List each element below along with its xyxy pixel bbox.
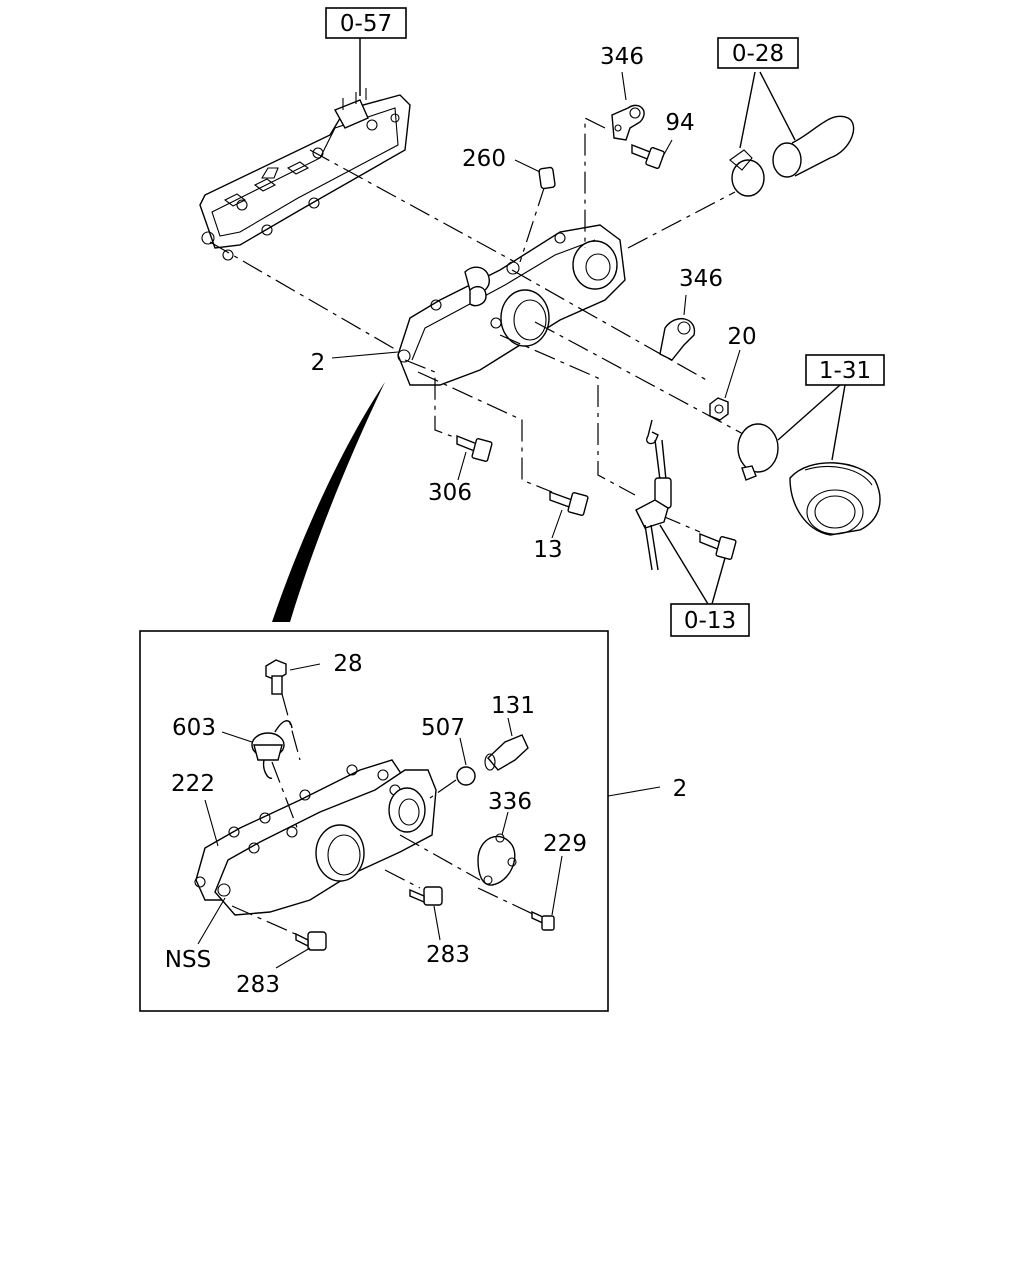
throttle-cable-0-13 <box>635 419 737 605</box>
detail-callout-wedge <box>272 382 385 622</box>
intake-gasket <box>199 94 411 261</box>
bolt-13 <box>549 491 589 539</box>
detail-fitting-131 <box>484 717 529 771</box>
ref-label-1-31: 1-31 <box>819 358 871 384</box>
ref-label-0-57: 0-57 <box>340 11 392 37</box>
throttle-housing-upper <box>397 224 626 386</box>
detail-box <box>139 630 609 1012</box>
ref-box-0-28[interactable]: 0-28 <box>717 37 799 69</box>
part-label-nss: NSS <box>165 947 211 973</box>
ref-box-1-31[interactable]: 1-31 <box>805 354 885 386</box>
leader-2-upper <box>331 351 399 359</box>
pin-260 <box>514 159 556 190</box>
part-label-603: 603 <box>172 715 216 741</box>
part-label-20: 20 <box>727 324 756 350</box>
part-label-222: 222 <box>171 771 215 797</box>
detail-cover-336 <box>399 811 536 916</box>
detail-bolt-283-left <box>231 905 327 969</box>
detail-plug-507 <box>429 737 476 799</box>
part-label-260: 260 <box>462 146 506 172</box>
ref-box-0-13[interactable]: 0-13 <box>670 603 750 637</box>
part-label-336: 336 <box>488 789 532 815</box>
detail-sensor-603 <box>221 720 299 831</box>
part-label-346-mid: 346 <box>679 266 723 292</box>
ref-label-0-13: 0-13 <box>684 608 736 634</box>
part-label-2-detail: 2 <box>673 776 688 802</box>
part-label-283-left: 283 <box>236 972 280 998</box>
part-label-94: 94 <box>665 110 694 136</box>
part-label-2-upper: 2 <box>311 350 326 376</box>
part-label-507: 507 <box>421 715 465 741</box>
hose-clamp-0-28 <box>729 71 855 197</box>
bolt-306 <box>456 434 493 481</box>
detail-bolt-28 <box>265 659 321 761</box>
duct-clamp-1-31 <box>737 384 881 536</box>
leader-2-detail <box>607 786 661 797</box>
clip-346-top <box>611 71 645 141</box>
part-label-283-center: 283 <box>426 942 470 968</box>
part-label-346-top: 346 <box>600 44 644 70</box>
leader-222 <box>204 799 219 847</box>
leader-nss <box>197 897 226 945</box>
detail-bolt-283-center <box>384 869 443 941</box>
detail-housing <box>214 769 437 916</box>
bolt-94 <box>631 139 673 169</box>
part-label-131: 131 <box>491 693 535 719</box>
assembly-lines-upper <box>209 117 746 533</box>
part-label-13: 13 <box>533 537 562 563</box>
ref-label-0-28: 0-28 <box>732 41 784 67</box>
nut-20 <box>709 349 741 421</box>
gasket-sensor <box>334 38 369 129</box>
clip-346-mid <box>659 294 696 361</box>
ref-box-0-57[interactable]: 0-57 <box>325 7 407 39</box>
detail-screw-229 <box>531 855 563 931</box>
part-label-28: 28 <box>333 651 362 677</box>
part-label-229: 229 <box>543 831 587 857</box>
part-label-306: 306 <box>428 480 472 506</box>
